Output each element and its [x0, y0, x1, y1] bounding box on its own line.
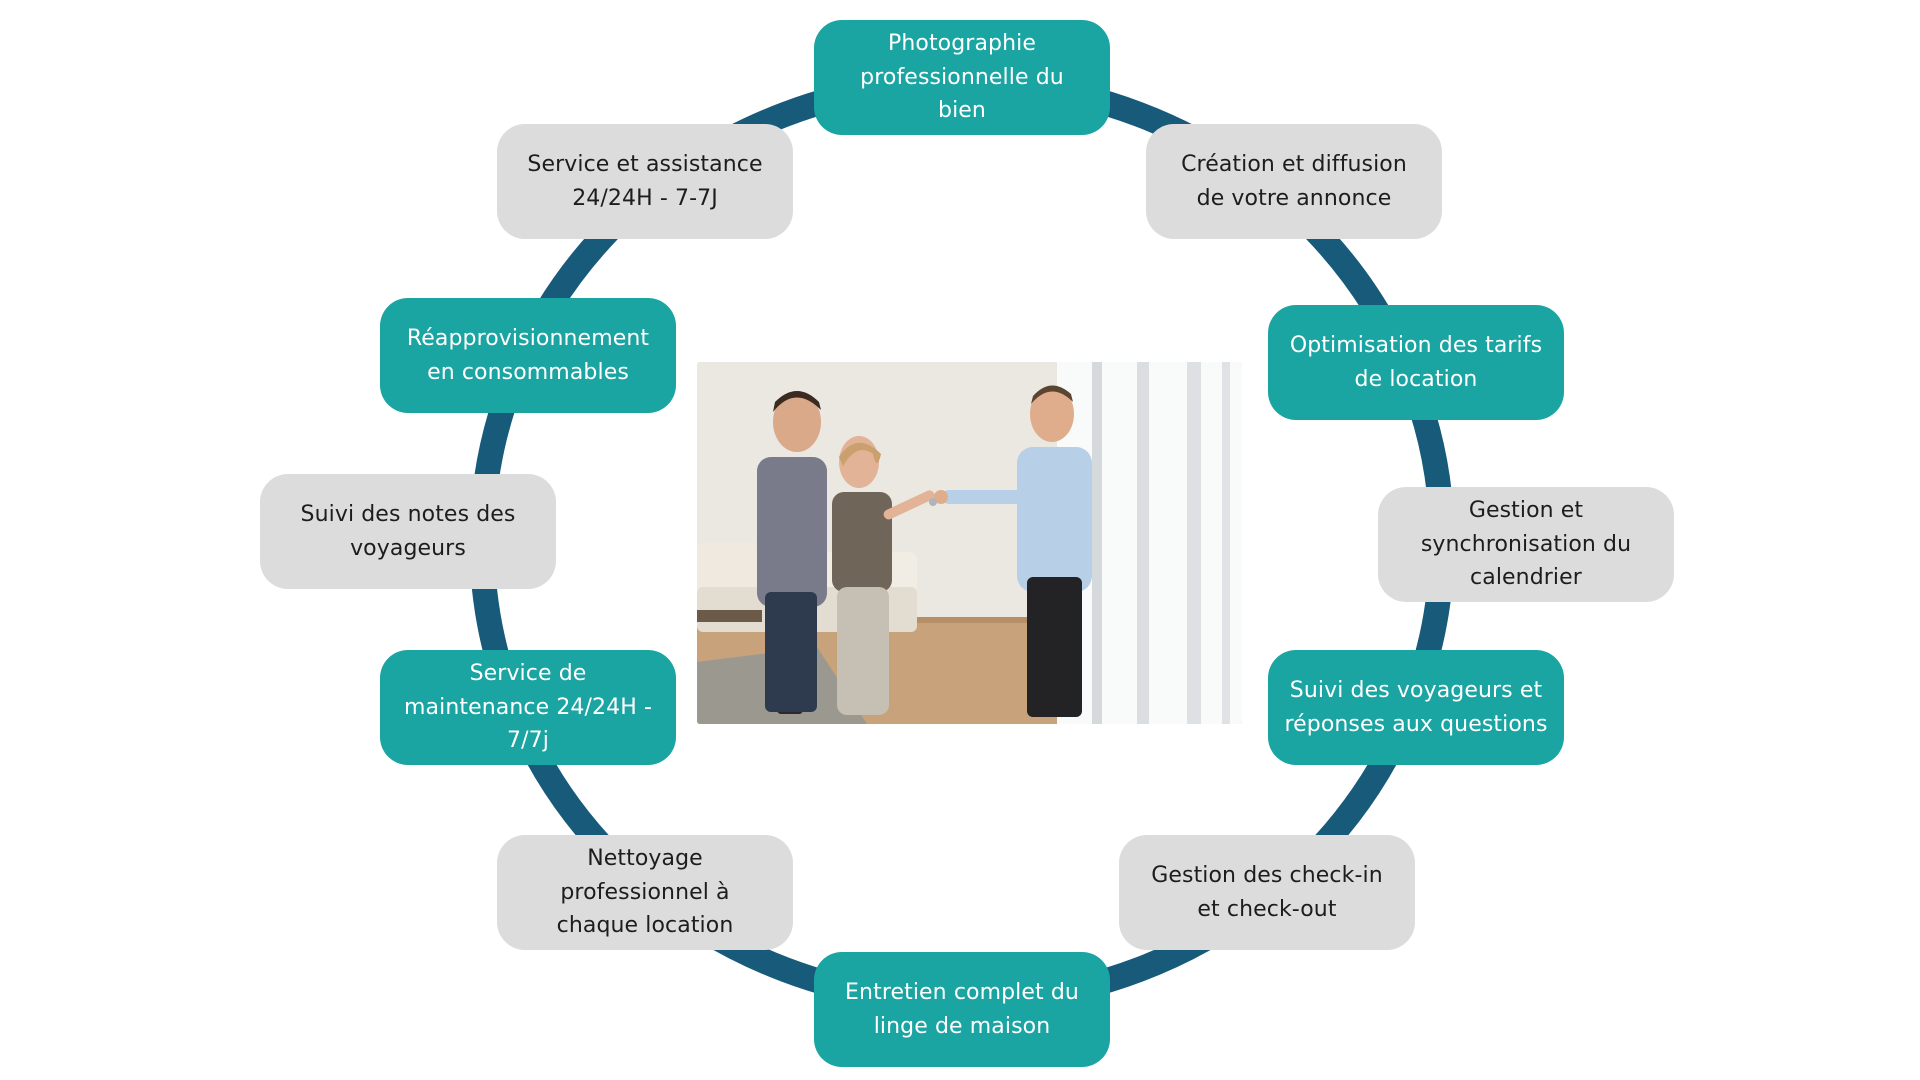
center-photo	[697, 362, 1242, 724]
photo-key-handover	[697, 362, 1242, 724]
